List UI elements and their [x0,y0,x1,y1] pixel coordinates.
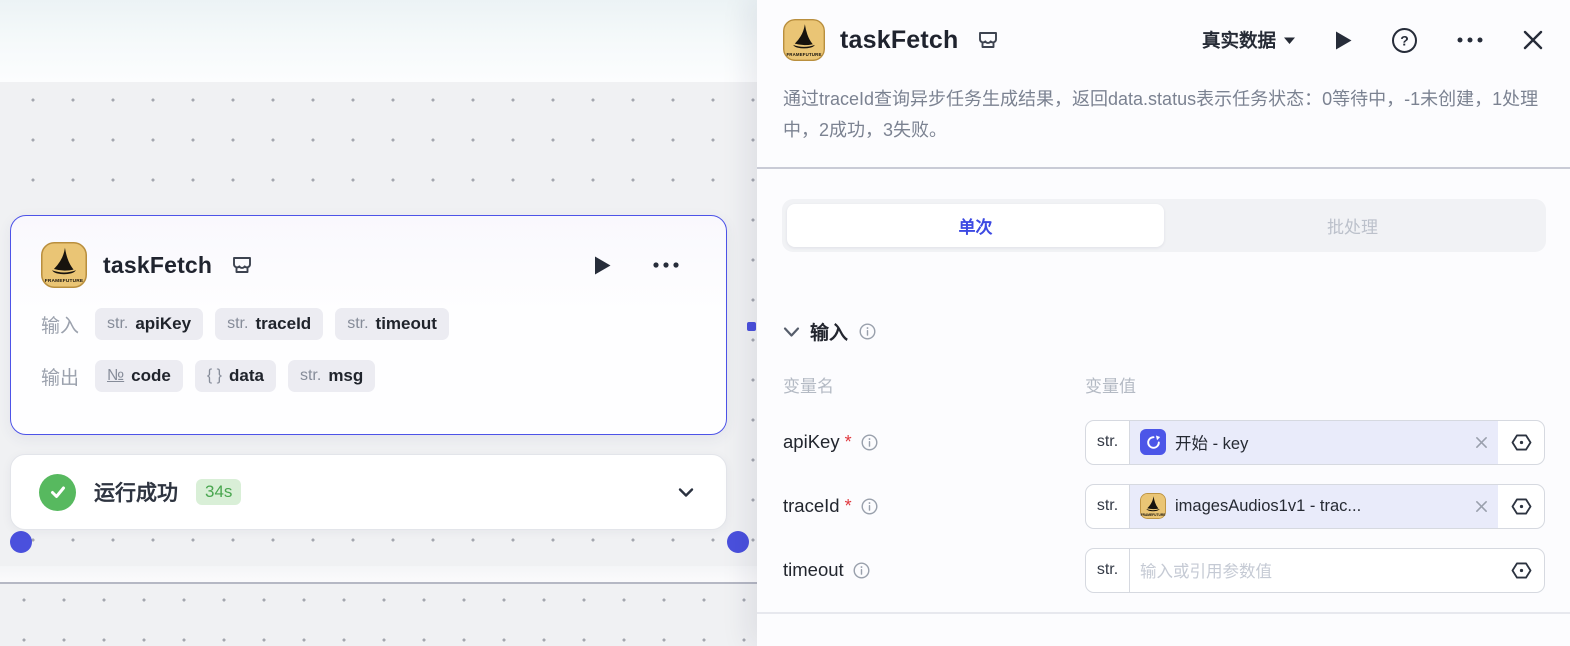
canvas-top-gradient [0,0,760,82]
reference-value: 开始 - key [1175,435,1249,453]
svg-text:FRAMEFUTURE: FRAMEFUTURE [45,278,84,284]
run-status-card[interactable]: 运行成功 34s [10,454,727,530]
input-placeholder: 输入或引用参数值 [1140,563,1272,581]
framefuture-logo-icon: FRAMEFUTURE [783,19,825,61]
node-title: taskFetch [103,251,213,278]
svg-text:FRAMEFUTURE: FRAMEFUTURE [1141,513,1166,517]
input-section-header[interactable]: 输入 [783,318,877,345]
type-label: str. [1086,548,1130,592]
node-card-taskfetch[interactable]: FRAMEFUTURE taskFetch 输入 str. apiKey str… [10,215,749,553]
required-asterisk: * [844,495,852,516]
info-icon[interactable] [852,561,871,580]
required-asterisk: * [844,431,852,452]
more-ellipsis-icon[interactable] [1456,36,1484,44]
node-selector-hexagon-icon[interactable] [1498,485,1544,528]
input-connection-port[interactable] [10,531,32,553]
run-mode-tabs: 单次 批处理 [782,199,1546,252]
edge-stub [747,322,756,331]
param-name: apiKey [783,431,840,452]
param-column-headers: 变量名 变量值 [783,372,1545,397]
input-section-title: 输入 [810,323,849,344]
value-text-field[interactable]: 输入或引用参数值 [1130,549,1498,592]
type-label: str. [1086,484,1130,528]
outputs-label: 输出 [41,367,80,389]
node-header: FRAMEFUTURE taskFetch [11,216,726,288]
param-tag-traceid[interactable]: str. traceId [215,308,324,340]
param-value-input[interactable]: str. 开始 - key [1085,419,1545,465]
header-divider [757,167,1570,169]
node-inputs-row: 输入 str. apiKey str. traceId str. timeout [41,308,726,340]
type-label: str. [1086,420,1130,464]
plugin-store-icon [978,32,997,48]
section-bottom-divider [757,612,1570,614]
canvas-dot-grid-lower [0,586,760,646]
reference-pill[interactable]: FRAMEFUTURE imagesAudios1v1 - trac... [1130,484,1498,528]
tab-batch[interactable]: 批处理 [1327,218,1378,237]
chevron-down-icon [783,326,800,337]
reference-value: imagesAudios1v1 - trac... [1175,496,1362,515]
data-mode-label: 真实数据 [1201,30,1276,51]
help-question-icon[interactable]: ? [1391,27,1418,54]
node-more-ellipsis-icon[interactable] [652,261,680,269]
node-outputs-row: 输出 № code { } data str. msg [41,360,726,392]
remove-reference-icon[interactable] [1475,436,1488,449]
info-icon [858,322,877,341]
param-value-input[interactable]: str. 输入或引用参数值 [1085,547,1545,593]
param-value-input[interactable]: str. FRAMEFUTURE imagesAudios1v1 - trac.… [1085,483,1545,529]
param-row-timeout: timeout str. 输入或引用参数值 [783,540,1545,600]
node-description: 通过traceId查询异步任务生成结果，返回data.status表示任务状态：… [783,89,1539,140]
svg-text:FRAMEFUTURE: FRAMEFUTURE [786,52,821,57]
param-name: timeout [783,559,844,580]
param-name: traceId [783,495,840,516]
framefuture-logo-icon: FRAMEFUTURE [1140,493,1166,519]
param-tag-code[interactable]: № code [95,360,183,392]
param-tag-apikey[interactable]: str. apiKey [95,308,204,340]
param-tag-msg[interactable]: str. msg [287,360,376,392]
info-icon[interactable] [860,433,879,452]
tab-single[interactable]: 单次 [787,204,1164,247]
framefuture-logo-icon: FRAMEFUTURE [41,242,87,288]
param-row-traceid: traceId* str. FRAMEFUTURE imagesAudios1v… [783,476,1545,536]
data-mode-dropdown[interactable]: 真实数据 [1202,27,1296,53]
run-duration-badge: 34s [196,479,242,505]
node-run-play-icon[interactable] [593,255,612,276]
start-node-icon [1140,429,1166,455]
param-row-apikey: apiKey* str. 开始 - key [783,412,1545,472]
info-icon[interactable] [860,497,879,516]
node-config-panel: FRAMEFUTURE taskFetch 真实数据 ? 通过traceId查询… [757,0,1570,646]
run-status-label: 运行成功 [94,482,178,505]
node-selector-hexagon-icon[interactable] [1498,421,1544,464]
plugin-store-icon [233,257,252,273]
column-header-value: 变量值 [1085,377,1136,396]
svg-text:?: ? [1400,32,1409,48]
panel-header: FRAMEFUTURE taskFetch 真实数据 ? [757,0,1570,80]
output-connection-port[interactable] [727,531,749,553]
reference-pill[interactable]: 开始 - key [1130,420,1498,464]
column-header-name: 变量名 [783,377,834,396]
panel-title: taskFetch [840,25,959,54]
node-selector-hexagon-icon[interactable] [1498,549,1544,592]
canvas-seam-divider [0,566,760,584]
success-check-icon [39,473,76,511]
chevron-down-icon[interactable] [674,480,698,504]
workflow-canvas[interactable]: FRAMEFUTURE taskFetch 输入 str. apiKey str… [0,0,760,646]
caret-down-icon [1284,37,1295,44]
param-tag-timeout[interactable]: str. timeout [335,308,449,340]
param-tag-data[interactable]: { } data [194,360,276,392]
remove-reference-icon[interactable] [1475,500,1488,513]
inputs-label: 输入 [41,315,80,337]
close-icon[interactable] [1522,29,1544,51]
panel-run-play-icon[interactable] [1334,30,1353,51]
